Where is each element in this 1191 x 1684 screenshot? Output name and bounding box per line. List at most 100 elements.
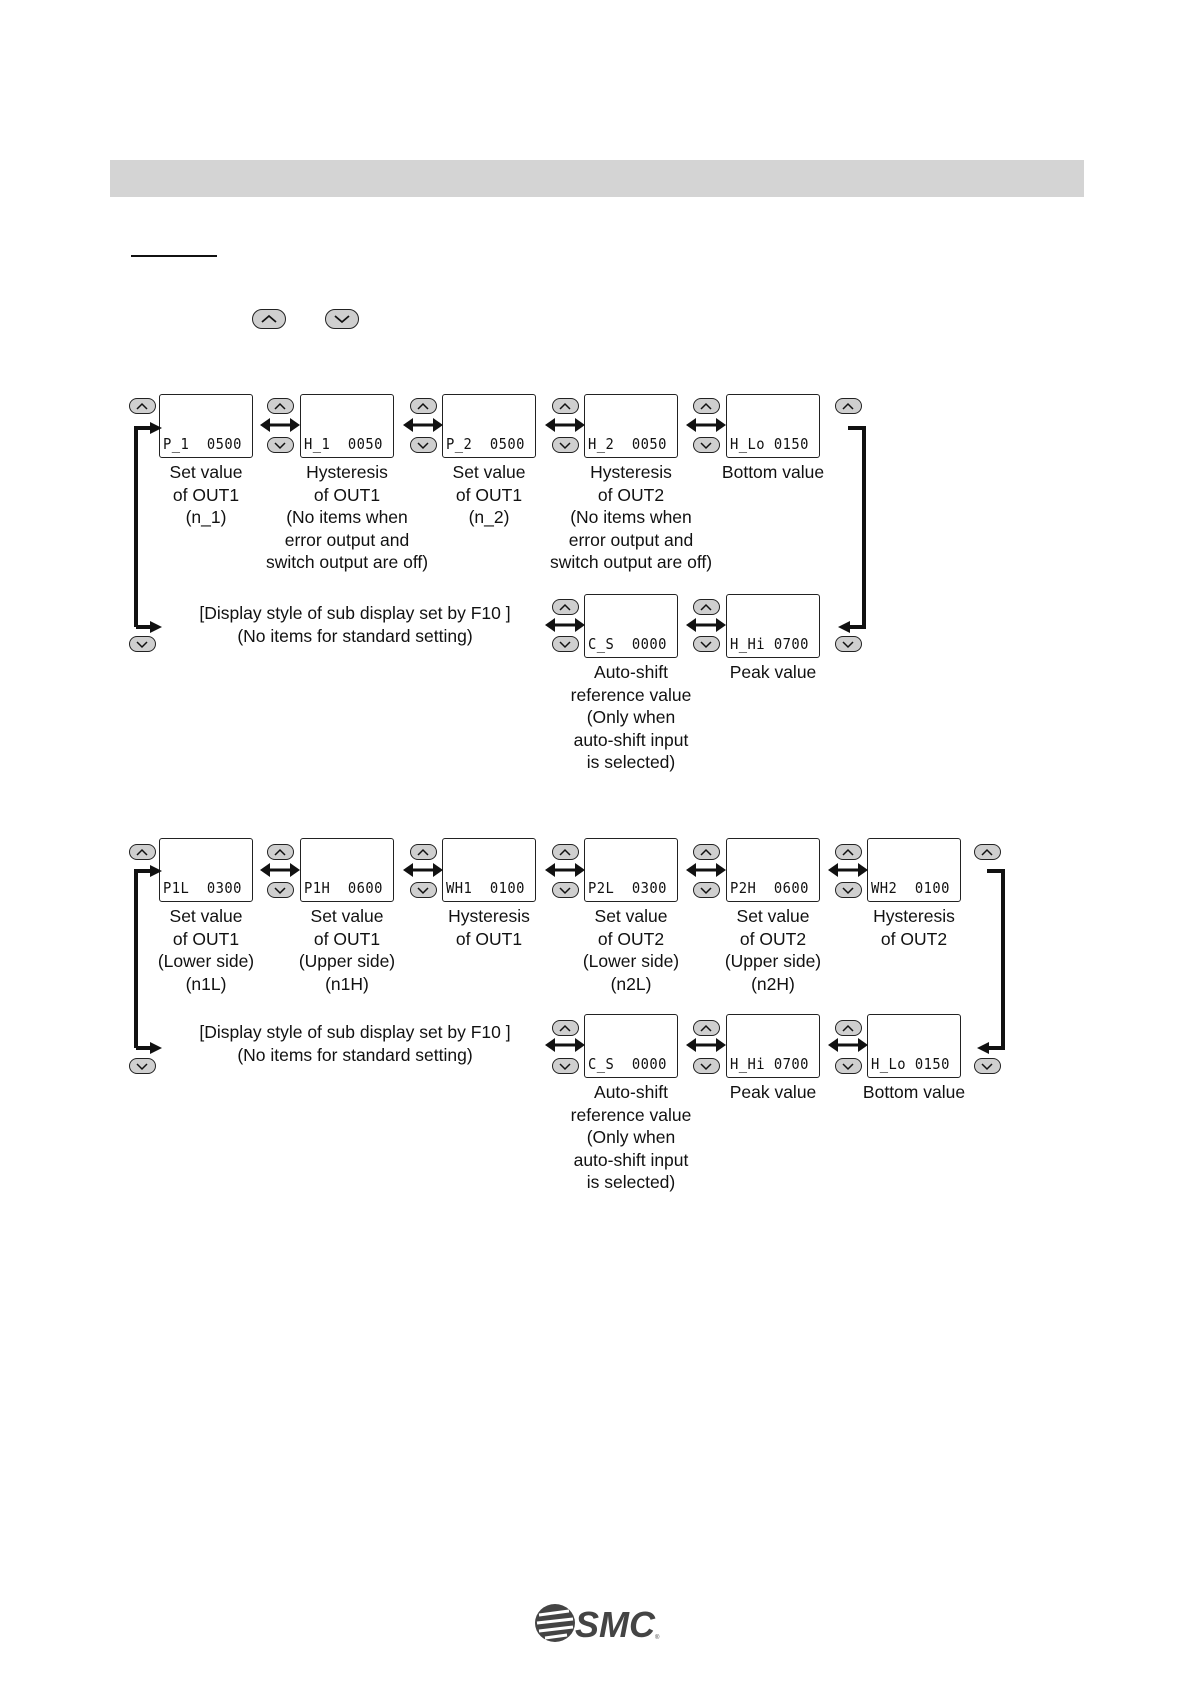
- down-key-icon: [325, 309, 359, 329]
- down-key-icon: [692, 437, 720, 453]
- svg-text:SMC: SMC: [575, 1604, 656, 1645]
- caption-line: Set value: [452, 462, 526, 482]
- caption-line: Peak value: [729, 1082, 817, 1102]
- up-key-icon: [692, 844, 720, 860]
- caption-line: reference value: [570, 684, 692, 705]
- caption-line: Auto-shift: [594, 1082, 668, 1102]
- caption-line: (No items when: [286, 507, 408, 527]
- down-key-icon: [551, 1058, 579, 1074]
- down-key-icon: [551, 636, 579, 652]
- up-key-icon: [128, 398, 156, 414]
- lcd-screen: H_2 0050: [584, 394, 678, 458]
- caption-line: of OUT2: [597, 928, 665, 949]
- caption-line: Set value: [594, 906, 668, 926]
- double-arrow-icon: [403, 418, 443, 432]
- caption-line: Auto-shift: [594, 662, 668, 682]
- up-key-icon: [834, 1020, 862, 1036]
- lcd-reading: WH1 0100: [446, 879, 525, 897]
- double-arrow-icon: [403, 863, 443, 877]
- lcd-reading: H_Hi 0700: [730, 635, 809, 653]
- caption-line: (n_1): [185, 507, 227, 527]
- lcd-reading: H_Hi 0700: [730, 1055, 809, 1073]
- lcd-screen: P2H 0600: [726, 838, 820, 902]
- caption-line: Bottom value: [862, 1082, 966, 1102]
- up-key-icon: [834, 844, 862, 860]
- lcd-reading: P2L 0300: [588, 879, 667, 897]
- down-key-icon: [834, 882, 862, 898]
- caption-line: (n_2): [468, 507, 510, 527]
- caption-line: (n1H): [325, 973, 369, 994]
- screen-caption: Bottom value: [663, 461, 883, 484]
- lcd-screen: P_2 0500: [442, 394, 536, 458]
- lcd-reading: C_S 0000: [588, 635, 667, 653]
- caption-line: of OUT1: [313, 928, 381, 949]
- caption-line: Hysteresis: [873, 906, 955, 926]
- caption-line: (n2H): [751, 973, 795, 994]
- caption-line: of OUT1: [455, 928, 523, 949]
- down-key-icon: [409, 437, 437, 453]
- down-key-icon: [551, 882, 579, 898]
- up-key-icon: [692, 398, 720, 414]
- double-arrow-icon: [828, 1038, 868, 1052]
- sub-display-note: [Display style of sub display set by F10…: [155, 602, 555, 647]
- down-key-icon: [692, 1058, 720, 1074]
- up-key-icon: [409, 844, 437, 860]
- smc-logo: SMC ®: [533, 1599, 663, 1645]
- lcd-screen: WH1 0100: [442, 838, 536, 902]
- lcd-screen: C_S 0000: [584, 594, 678, 658]
- up-key-icon: [692, 1020, 720, 1036]
- loop-arrow-icon: [134, 865, 162, 1054]
- lcd-screen: H_Hi 0700: [726, 594, 820, 658]
- caption-line: Peak value: [729, 662, 817, 682]
- caption-line: of OUT2: [739, 928, 807, 949]
- double-arrow-icon: [686, 418, 726, 432]
- caption-line: Hysteresis: [590, 462, 672, 482]
- lcd-reading: P_1 0500: [163, 435, 242, 453]
- lcd-screen: P2L 0300: [584, 838, 678, 902]
- loop-arrow-icon: [977, 869, 1005, 1054]
- note-line: (No items for standard setting): [237, 625, 473, 646]
- section-header-bar: [110, 160, 1084, 197]
- up-key-icon: [551, 1020, 579, 1036]
- caption-line: is selected): [586, 752, 676, 772]
- caption-line: (n2L): [610, 973, 652, 994]
- double-arrow-icon: [545, 1038, 585, 1052]
- down-key-icon: [128, 636, 156, 652]
- caption-line: auto-shift input: [573, 729, 689, 750]
- down-key-icon: [128, 1058, 156, 1074]
- down-key-icon: [409, 882, 437, 898]
- up-key-icon: [128, 844, 156, 860]
- lcd-reading: C_S 0000: [588, 1055, 667, 1073]
- svg-text:®: ®: [655, 1634, 660, 1641]
- caption-line: of OUT1: [313, 484, 381, 505]
- caption-line: (Only when: [586, 707, 676, 727]
- screen-caption: Peak value: [663, 661, 883, 684]
- lcd-reading: P1H 0600: [304, 879, 383, 897]
- double-arrow-icon: [260, 863, 300, 877]
- lcd-screen: H_1 0050: [300, 394, 394, 458]
- note-line: [Display style of sub display set by F10…: [199, 603, 511, 623]
- note-line: (No items for standard setting): [237, 1044, 473, 1065]
- double-arrow-icon: [686, 618, 726, 632]
- caption-line: of OUT2: [880, 928, 948, 949]
- caption-line: Set value: [736, 906, 810, 926]
- down-key-icon: [266, 882, 294, 898]
- double-arrow-icon: [545, 618, 585, 632]
- sub-display-note: [Display style of sub display set by F10…: [155, 1021, 555, 1066]
- lcd-screen: H_Hi 0700: [726, 1014, 820, 1078]
- caption-line: (Lower side): [582, 951, 680, 971]
- caption-line: Hysteresis: [448, 906, 530, 926]
- double-arrow-icon: [545, 863, 585, 877]
- down-key-icon: [834, 636, 862, 652]
- caption-line: of OUT1: [455, 484, 523, 505]
- lcd-reading: H_2 0050: [588, 435, 667, 453]
- caption-line: Set value: [310, 906, 384, 926]
